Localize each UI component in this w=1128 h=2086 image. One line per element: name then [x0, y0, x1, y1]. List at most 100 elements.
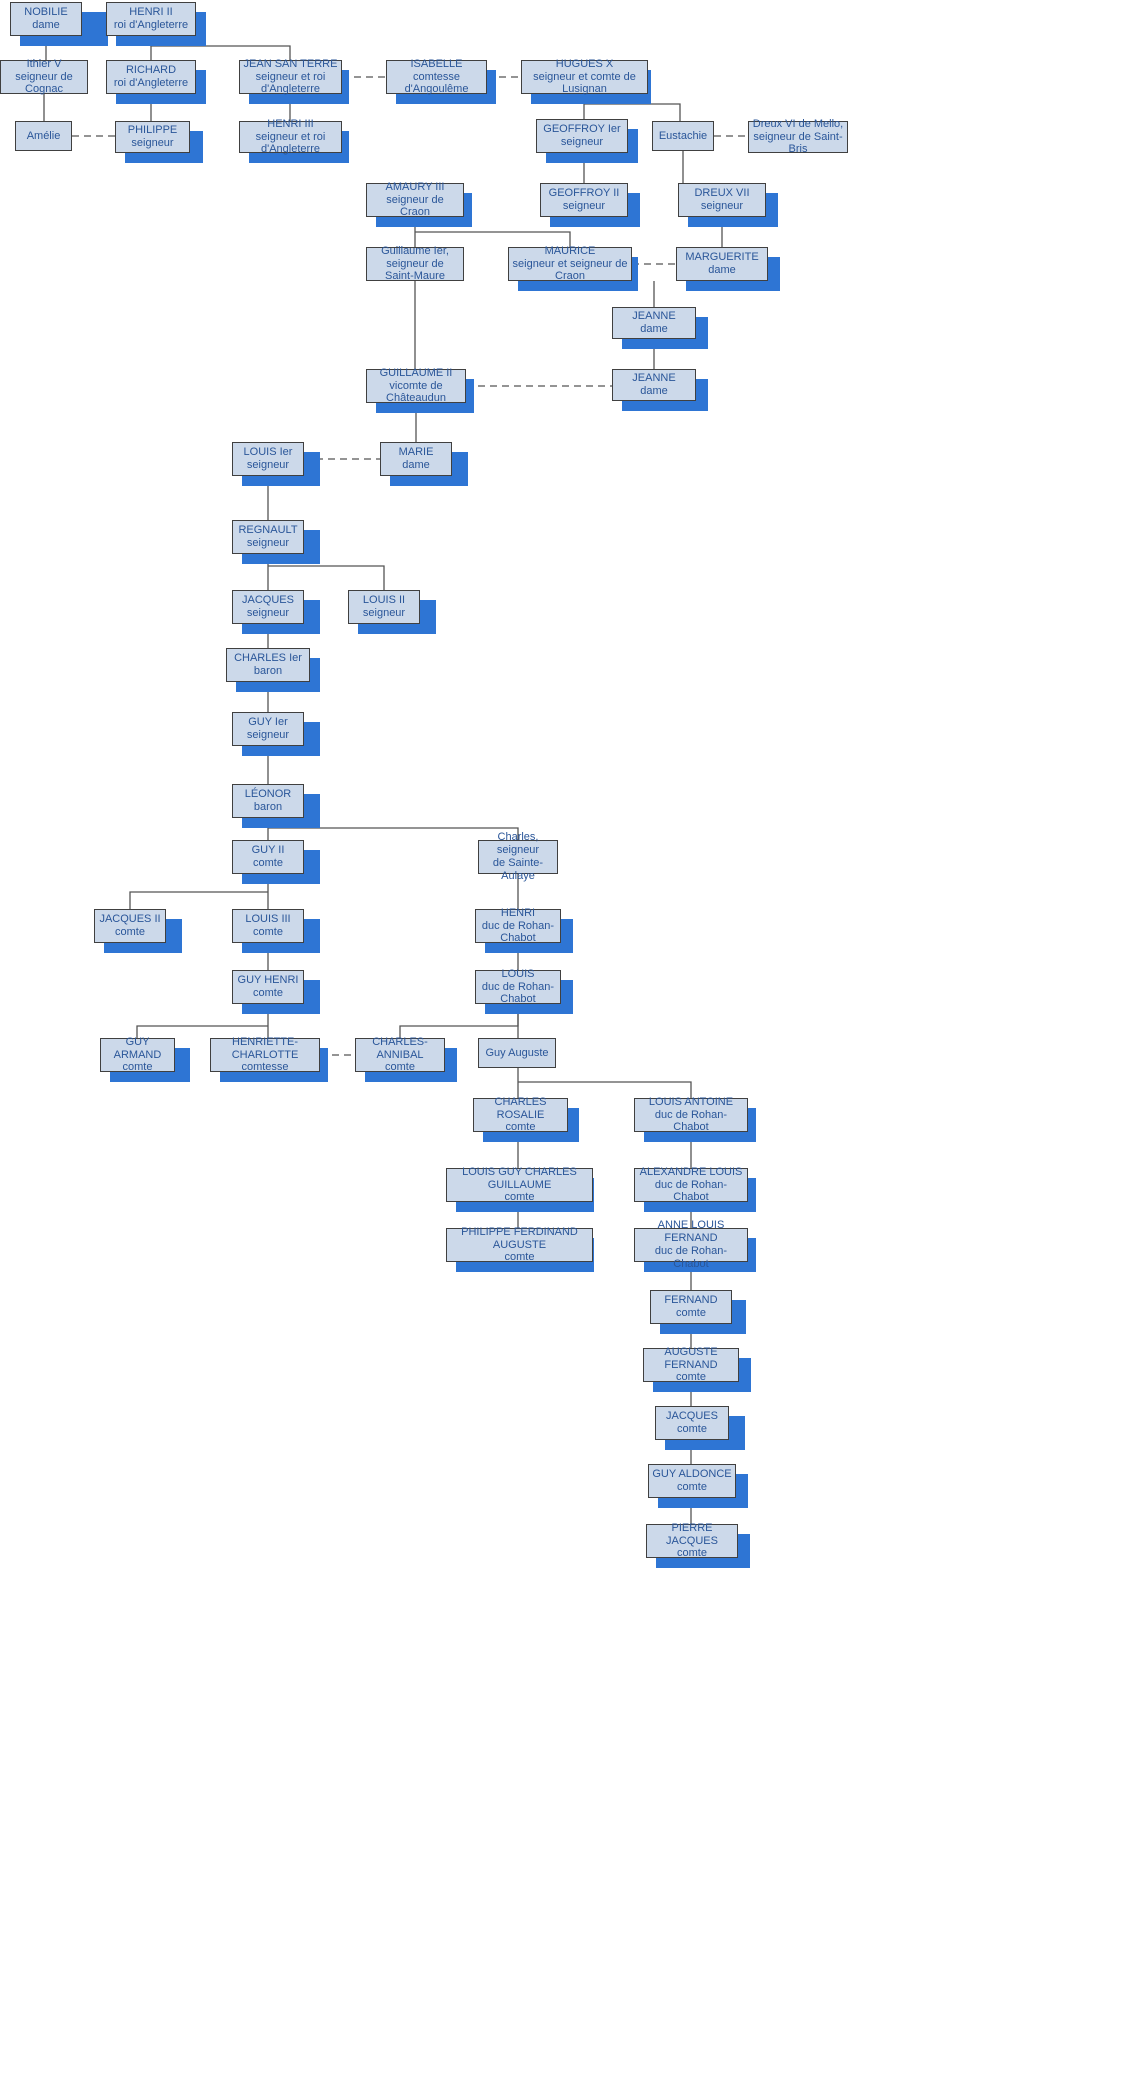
- person-name: AMAURY III: [385, 180, 445, 193]
- person-node-dreux6[interactable]: Dreux VI de Mello,seigneur de Saint-Bris: [748, 118, 848, 155]
- person-title: seigneur: [246, 537, 290, 549]
- person-title: comte: [504, 1191, 535, 1204]
- person-name: PHILIPPE FERDINAND AUGUSTE: [461, 1225, 578, 1251]
- person-name: GUY ALDONCE: [652, 1468, 732, 1481]
- person-node-eustachie[interactable]: Eustachie: [652, 121, 714, 151]
- person-title: duc de Rohan-Chabot: [654, 1178, 728, 1204]
- person-name: GUY Ier: [248, 716, 288, 729]
- person-node-guyauguste[interactable]: Guy Auguste: [478, 1038, 556, 1068]
- person-name: MARGUERITE: [685, 251, 759, 264]
- person-name: HENRI III: [267, 117, 314, 130]
- person-title: seigneur de Cognac: [15, 70, 73, 96]
- person-name: MARIE: [398, 446, 434, 459]
- person-name: Amélie: [26, 129, 61, 142]
- person-title: duc de Rohan-Chabot: [481, 919, 555, 945]
- person-title: baron: [253, 665, 283, 677]
- person-name: CHARLES-ANNIBAL: [372, 1035, 428, 1061]
- person-name: Guillaume Ier, seigneur de: [381, 244, 449, 270]
- person-title: seigneur: [131, 137, 174, 149]
- person-title: comte: [677, 1481, 707, 1493]
- person-name: LOUIS III: [245, 913, 291, 926]
- person-node-amelie[interactable]: Amélie: [15, 121, 72, 151]
- person-name: GUY ARMAND: [113, 1035, 162, 1061]
- person-title: comte: [122, 1061, 153, 1074]
- person-name: HENRI II: [129, 6, 173, 19]
- person-name: LOUIS II: [362, 594, 406, 607]
- person-title: Saint-Maure: [385, 270, 445, 283]
- person-name: DREUX VII: [694, 187, 750, 200]
- person-name: ALEXANDRE LOUIS: [639, 1165, 743, 1178]
